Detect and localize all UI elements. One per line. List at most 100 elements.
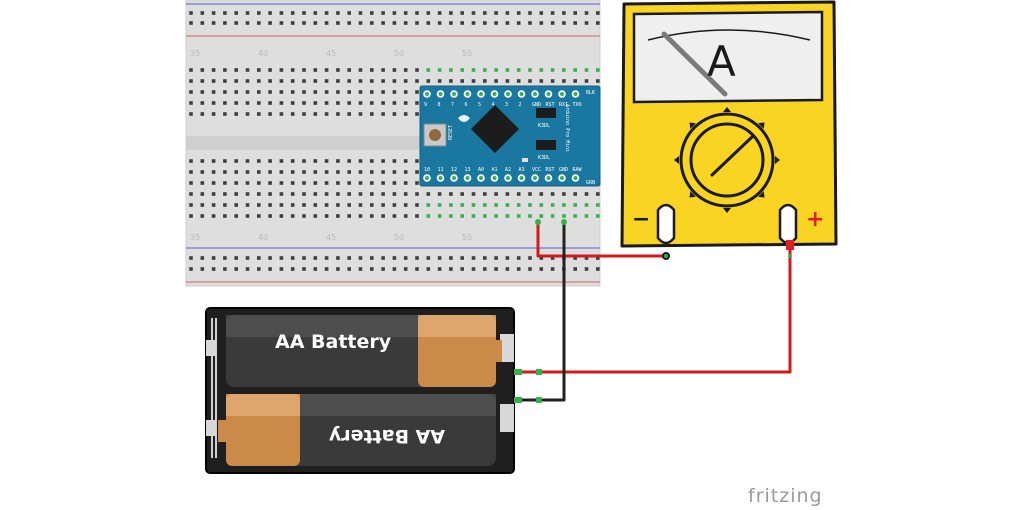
breadboard-hole [211, 21, 216, 25]
board-name: Arduino Pro Mini [564, 104, 570, 152]
breadboard-hole [370, 90, 374, 94]
breadboard-hole [370, 181, 374, 185]
breadboard-hole [471, 11, 476, 15]
breadboard-hole [200, 79, 205, 83]
breadboard-hole [449, 256, 453, 260]
breadboard-hole [505, 11, 510, 15]
breadboard-hole [211, 159, 216, 163]
breadboard-hole [336, 21, 340, 25]
breadboard-hole [358, 90, 363, 94]
breadboard-hole [245, 192, 250, 196]
breadboard-hole [460, 192, 464, 196]
pin-label: 8 [438, 102, 441, 108]
breadboard-hole [347, 79, 351, 83]
pin-hole [438, 92, 443, 96]
breadboard-hole [336, 214, 340, 218]
breadboard-hole [347, 90, 351, 94]
breadboard-hole [573, 68, 577, 72]
breadboard-hole [211, 192, 216, 196]
breadboard-hole [528, 214, 532, 218]
breadboard-column-numbers-top: 35 40 45 50 55 [190, 49, 472, 58]
breadboard-hole [392, 256, 397, 260]
breadboard-hole [189, 112, 193, 116]
breadboard-hole [494, 21, 498, 25]
breadboard-hole [471, 68, 476, 72]
breadboard-hole [483, 256, 487, 260]
breadboard-hole [471, 79, 476, 83]
breadboard-hole [302, 68, 306, 72]
breadboard-hole [324, 101, 329, 105]
breadboard-hole [415, 101, 419, 105]
breadboard-hole [460, 79, 464, 83]
breadboard-hole [460, 214, 464, 218]
breadboard-hole [336, 256, 340, 260]
breadboard-hole [358, 192, 363, 196]
breadboard-hole [290, 159, 295, 163]
breadboard-hole [494, 79, 498, 83]
breadboard-hole [234, 90, 238, 94]
breadboard-hole [313, 192, 318, 196]
breadboard-hole [324, 203, 329, 207]
pin-label: 6 [465, 102, 468, 108]
breadboard-hole [302, 21, 306, 25]
breadboard-hole [268, 90, 272, 94]
pin-label: A2 [505, 167, 511, 173]
breadboard-hole [562, 68, 566, 72]
breadboard-hole [528, 11, 532, 15]
breadboard-hole [268, 79, 272, 83]
breadboard-hole [313, 203, 318, 207]
breadboard-hole [211, 256, 216, 260]
dial-tick [758, 191, 765, 198]
breadboard-hole [392, 11, 397, 15]
breadboard-hole [437, 256, 442, 260]
breadboard-hole [223, 79, 227, 83]
breadboard-hole [539, 21, 544, 25]
breadboard-hole [189, 21, 193, 25]
logo-icon [458, 115, 470, 122]
breadboard-hole [223, 159, 227, 163]
breadboard-hole [211, 101, 216, 105]
breadboard-hole [302, 79, 306, 83]
breadboard-hole [347, 256, 351, 260]
breadboard-hole [381, 79, 385, 83]
dial-tick [689, 191, 696, 198]
breadboard-hole [415, 159, 419, 163]
breadboard-hole [415, 90, 419, 94]
breadboard-hole [358, 256, 363, 260]
probe-jack-positive [778, 203, 798, 245]
breadboard-hole [245, 159, 250, 163]
breadboard-hole [505, 203, 510, 207]
pin-hole [519, 92, 524, 96]
breadboard-hole [302, 203, 306, 207]
breadboard-hole [550, 203, 555, 207]
breadboard-hole [370, 170, 374, 174]
breadboard-hole [313, 267, 318, 271]
breadboard-hole [223, 203, 227, 207]
chip-top-label: K3DL [538, 123, 550, 129]
breadboard-hole [234, 101, 238, 105]
breadboard-hole [381, 256, 385, 260]
breadboard-hole [562, 214, 566, 218]
breadboard-hole [370, 112, 374, 116]
breadboard-hole [268, 159, 272, 163]
breadboard-hole [370, 192, 374, 196]
breadboard-hole [290, 170, 295, 174]
breadboard-hole [494, 11, 498, 15]
breadboard-hole [257, 159, 261, 163]
breadboard-hole [313, 79, 318, 83]
column-number: 35 [190, 49, 200, 58]
breadboard-hole [516, 267, 521, 271]
selector-dial [674, 107, 780, 213]
pin-hole [506, 92, 510, 96]
breadboard-hole [584, 68, 589, 72]
breadboard-hole [516, 256, 521, 260]
breadboard-hole [596, 214, 600, 218]
breadboard-hole [223, 112, 227, 116]
breadboard-hole [189, 170, 193, 174]
pin-hole [533, 176, 537, 180]
breadboard-hole [302, 159, 306, 163]
breadboard-hole [426, 11, 431, 15]
breadboard-hole [381, 181, 385, 185]
